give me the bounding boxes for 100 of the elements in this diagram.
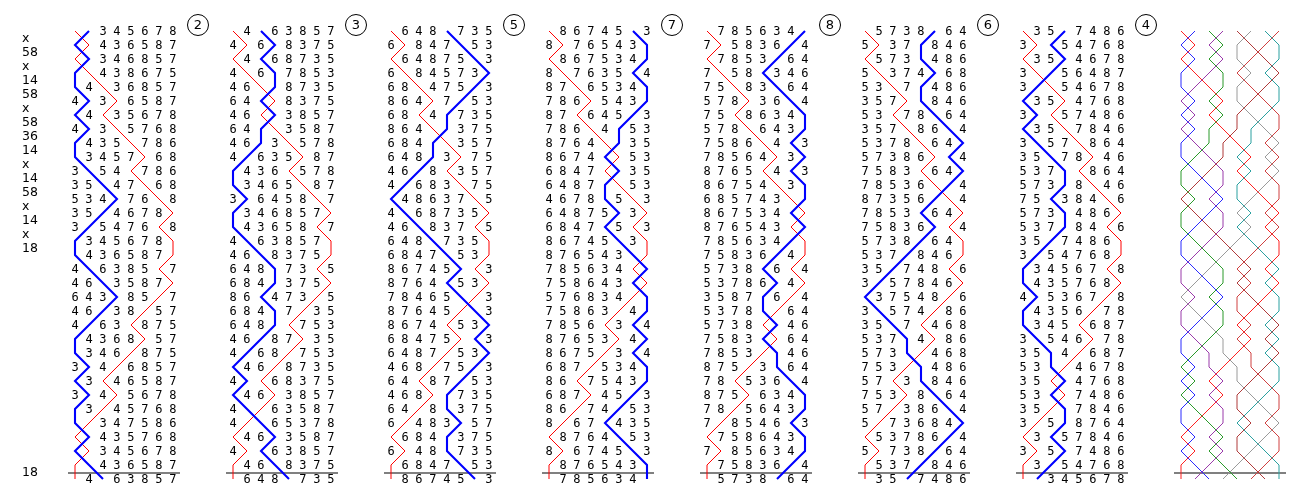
- number-row: 8 7 6 5 4 3: [703, 165, 809, 178]
- number-row: 7 8 6 4 5 3: [545, 123, 651, 136]
- number-row: 7 8 5 4 6 3: [703, 417, 809, 430]
- number-row: 7 5 8 3 6 4: [861, 165, 953, 178]
- number-row: 4 6 3 8 5 7: [243, 389, 335, 402]
- number-row: 5 3 7 8 4 6: [861, 249, 953, 262]
- number-row: 7 5 8 6 4 3: [717, 431, 795, 444]
- number-row: 3 5 7 4 8 6: [861, 305, 967, 318]
- number-row: 7 8 5 6 3 4: [545, 319, 651, 332]
- number-row: 5 7 3 6 8 4: [861, 417, 953, 430]
- number-row: 6 8 4 7 3 5: [229, 305, 335, 318]
- number-row: 3 4 5 7 6 8: [85, 403, 177, 416]
- number-row: 5 3 7 8 4 6: [1019, 221, 1125, 234]
- row-label: x: [22, 59, 30, 73]
- number-row: 4 3 6 5 7 8: [243, 165, 335, 178]
- number-row: 3 5 4 7 6 8: [71, 221, 177, 234]
- number-row: 4 6 3 8 5 7: [229, 109, 335, 122]
- number-row: 5 3 7 4 8 6: [861, 333, 967, 346]
- row-label: x: [22, 157, 30, 171]
- number-row: 8 7 3 5 6 4: [861, 193, 967, 206]
- number-row: 4 6 3 5 8 7: [71, 277, 163, 290]
- row-label: 18: [22, 465, 38, 479]
- number-row: 4 5 3 6 7 8: [1019, 291, 1125, 304]
- number-row: 4 3 5 7 8 6: [85, 137, 177, 150]
- number-row: 7 8 5 6 3 4: [717, 25, 795, 38]
- row-label: 36: [22, 129, 38, 143]
- number-row: 4 6 7 8 5 3: [545, 193, 651, 206]
- number-row: 3 5 4 6 7 8: [1019, 333, 1125, 346]
- number-row: 7 5 8 6 3 4: [703, 109, 795, 122]
- number-row: 3 4 5 6 7 8: [85, 235, 163, 248]
- number-row: 7 8 5 3 6 4: [861, 179, 967, 192]
- number-row: 4 6 3 8 5 7: [71, 305, 177, 318]
- number-row: 5 3 7 8 6 4: [875, 431, 967, 444]
- number-row: 4 6 3 8 7 5: [71, 319, 177, 332]
- row-label: 58: [22, 87, 38, 101]
- number-row: 6 4 8 7 3 5: [401, 25, 493, 38]
- row-label: 58: [22, 45, 38, 59]
- number-row: 3 4 5 6 7 8: [99, 445, 177, 458]
- number-row: 8 7 6 4 5 3: [545, 109, 651, 122]
- number-row: 7 5 8 6 3 4: [545, 305, 637, 318]
- number-row: 6 4 8 7 5 3: [401, 53, 493, 66]
- number-row: 4 6 8 7 3 5: [229, 81, 335, 94]
- number-row: 6 4 8 7 5 3: [387, 375, 493, 388]
- number-row: 8 7 6 5 4 3: [559, 459, 637, 472]
- number-row: 3 4 6 8 5 7: [71, 361, 177, 374]
- number-row: 4 3 5 7 6 8: [1033, 277, 1111, 290]
- number-row: 5 7 3 8 4 6: [1019, 179, 1125, 192]
- number-row: 3 4 6 5 8 7: [85, 375, 177, 388]
- row-label: x: [22, 101, 30, 115]
- number-row: 8 6 7 5 4 3: [703, 179, 795, 192]
- number-row: 4 6 8 7 3 5: [387, 207, 479, 220]
- number-row: 6 4 8 7 5 3: [229, 319, 335, 332]
- number-row: 6 8 5 7 4 3: [703, 193, 781, 206]
- number-row: 7 5 8 3 6 4: [703, 39, 809, 52]
- number-row: 6 8 4 7 3 5: [545, 165, 651, 178]
- number-row: 3 4 5 6 7 8: [99, 25, 177, 38]
- number-row: 5 3 7 8 6 4: [1019, 165, 1125, 178]
- number-row: 6 4 8 3 5 7: [387, 417, 493, 430]
- number-row: 3 4 5 6 8 7: [1033, 319, 1125, 332]
- number-row: 8 6 7 5 3 4: [559, 53, 637, 66]
- number-row: 4 3 5 7 6 8: [99, 431, 177, 444]
- number-row: 5 7 3 4 8 6: [875, 53, 967, 66]
- number-row: 5 7 3 8 6 4: [861, 235, 953, 248]
- number-row: 4 6 3 8 5 7: [85, 473, 177, 486]
- number-row: 4 6 8 7 3 5: [387, 389, 493, 402]
- number-row: 5 7 3 8 6 4: [717, 473, 809, 486]
- number-row: 8 7 6 3 5 4: [545, 67, 651, 80]
- number-row: 6 8 4 7 5 3: [387, 39, 493, 52]
- number-row: 6 4 8 7 3 5: [387, 235, 479, 248]
- number-row: 8 6 7 4 5 3: [545, 235, 637, 248]
- number-row: 3 4 6 8 7 5: [85, 347, 177, 360]
- number-row: 4 3 8 6 7 5: [99, 67, 177, 80]
- number-row: 5 7 3 8 4 6: [703, 319, 809, 332]
- row-label: x: [22, 199, 30, 213]
- number-row: 5 7 8 3 6 4: [703, 95, 809, 108]
- number-row: 8 6 4 7 5 3: [387, 95, 493, 108]
- number-row: 8 7 6 5 4 3: [703, 221, 781, 234]
- number-row: 8 6 7 5 3 4: [703, 207, 781, 220]
- number-row: 8 7 6 5 4 3: [545, 249, 623, 262]
- number-row: 7 5 3 8 4 6: [1019, 193, 1125, 206]
- number-row: 3 4 7 5 8 6: [99, 417, 177, 430]
- number-row: 7 5 3 4 8 6: [861, 361, 967, 374]
- number-row: 4 6 3 8 5 7: [229, 235, 321, 248]
- row-label: 14: [22, 73, 38, 87]
- number-row: 3 5 7 8 4 6: [1019, 403, 1125, 416]
- number-row: 4 6 3 8 5 7: [71, 263, 177, 276]
- number-row: 7 8 5 6 3 4: [559, 473, 637, 486]
- number-row: 3 5 4 6 7 8: [71, 207, 163, 220]
- number-row: 4 6 8 7 3 5: [243, 361, 335, 374]
- row-label: x: [22, 31, 30, 45]
- number-row: 3 5 7 8 4 6: [1033, 431, 1125, 444]
- number-row: 4 8 6 3 7 5: [401, 193, 493, 206]
- number-row: 4 6 5 3 7 8: [229, 417, 335, 430]
- number-row: 6 4 3 8 5 7: [71, 291, 177, 304]
- number-row: 7 5 8 3 6 4: [717, 459, 809, 472]
- number-row: 4 3 6 5 8 7: [99, 459, 177, 472]
- number-row: 4 3 6 5 8 7: [71, 95, 177, 108]
- number-row: 3 5 8 7 6 4: [703, 291, 809, 304]
- number-row: 3 5 7 4 6 8: [861, 319, 967, 332]
- number-row: 5 7 3 8 6 4: [703, 263, 809, 276]
